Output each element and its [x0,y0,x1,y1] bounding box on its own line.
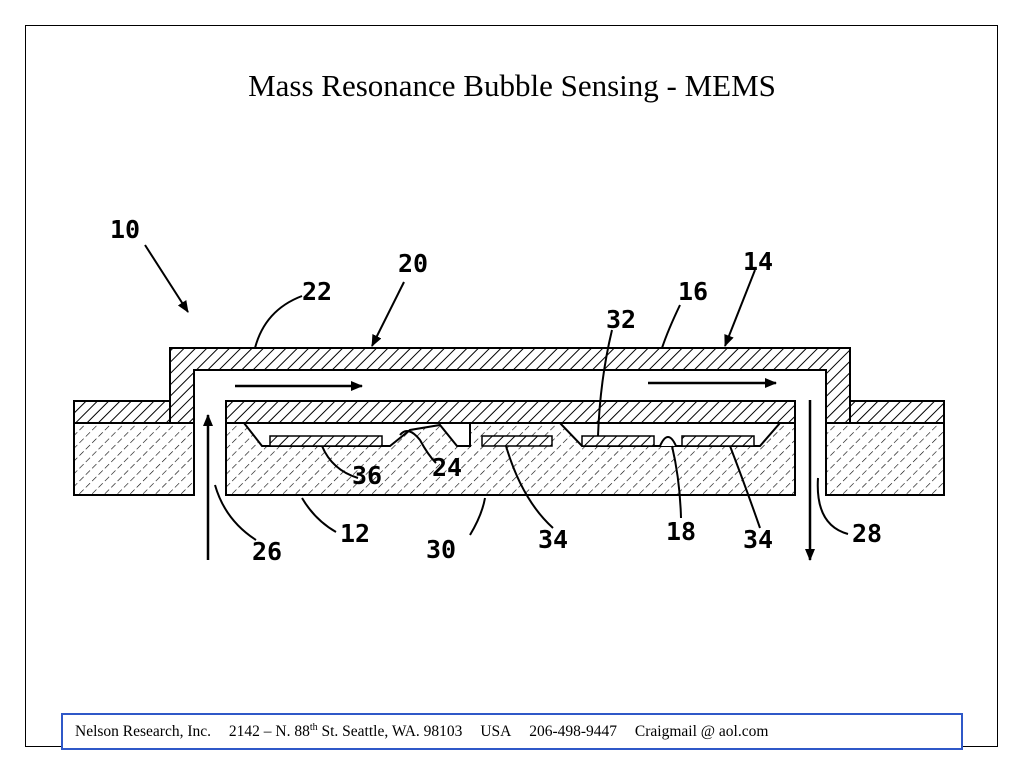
cover-22 [169,347,851,424]
label-14: 14 [743,247,773,276]
footer-street-sup: th [309,721,318,733]
electrode-34-left [481,435,553,447]
label-34-right: 34 [743,525,773,554]
footer-country: USA [480,723,512,740]
footer-address: 2142 – N. 88th St. Seattle, WA. 98103 [228,721,463,740]
label-34-left: 34 [538,525,568,554]
label-12: 12 [340,519,370,548]
label-16: 16 [678,277,708,306]
bubble-18 [659,436,677,447]
leader-lines [144,244,849,541]
footer-contact-bar: Nelson Research, Inc. 2142 – N. 88th St.… [61,713,963,750]
left-substrate [73,400,195,496]
electrode-36 [269,435,383,447]
label-18: 18 [666,517,696,546]
membrane-layer [225,400,796,424]
label-24: 24 [432,453,462,482]
label-30: 30 [426,535,456,564]
footer-street-pre: 2142 – N. 88 [228,723,310,740]
label-22: 22 [302,277,332,306]
footer-phone: 206-498-9447 [529,723,618,740]
footer-email: Craigmail @ aol.com [634,723,769,740]
footer-street-post: St. Seattle, WA. 98103 [317,723,463,740]
slide-title: Mass Resonance Bubble Sensing - MEMS [248,68,776,103]
label-32: 32 [606,305,636,334]
label-36: 36 [352,461,382,490]
electrode-32 [581,435,655,447]
label-28: 28 [852,519,882,548]
electrode-34-right [681,435,755,447]
right-substrate [825,400,945,496]
label-26: 26 [252,537,282,566]
footer-company: Nelson Research, Inc. [75,723,212,740]
label-20: 20 [398,249,428,278]
label-10: 10 [110,215,140,244]
